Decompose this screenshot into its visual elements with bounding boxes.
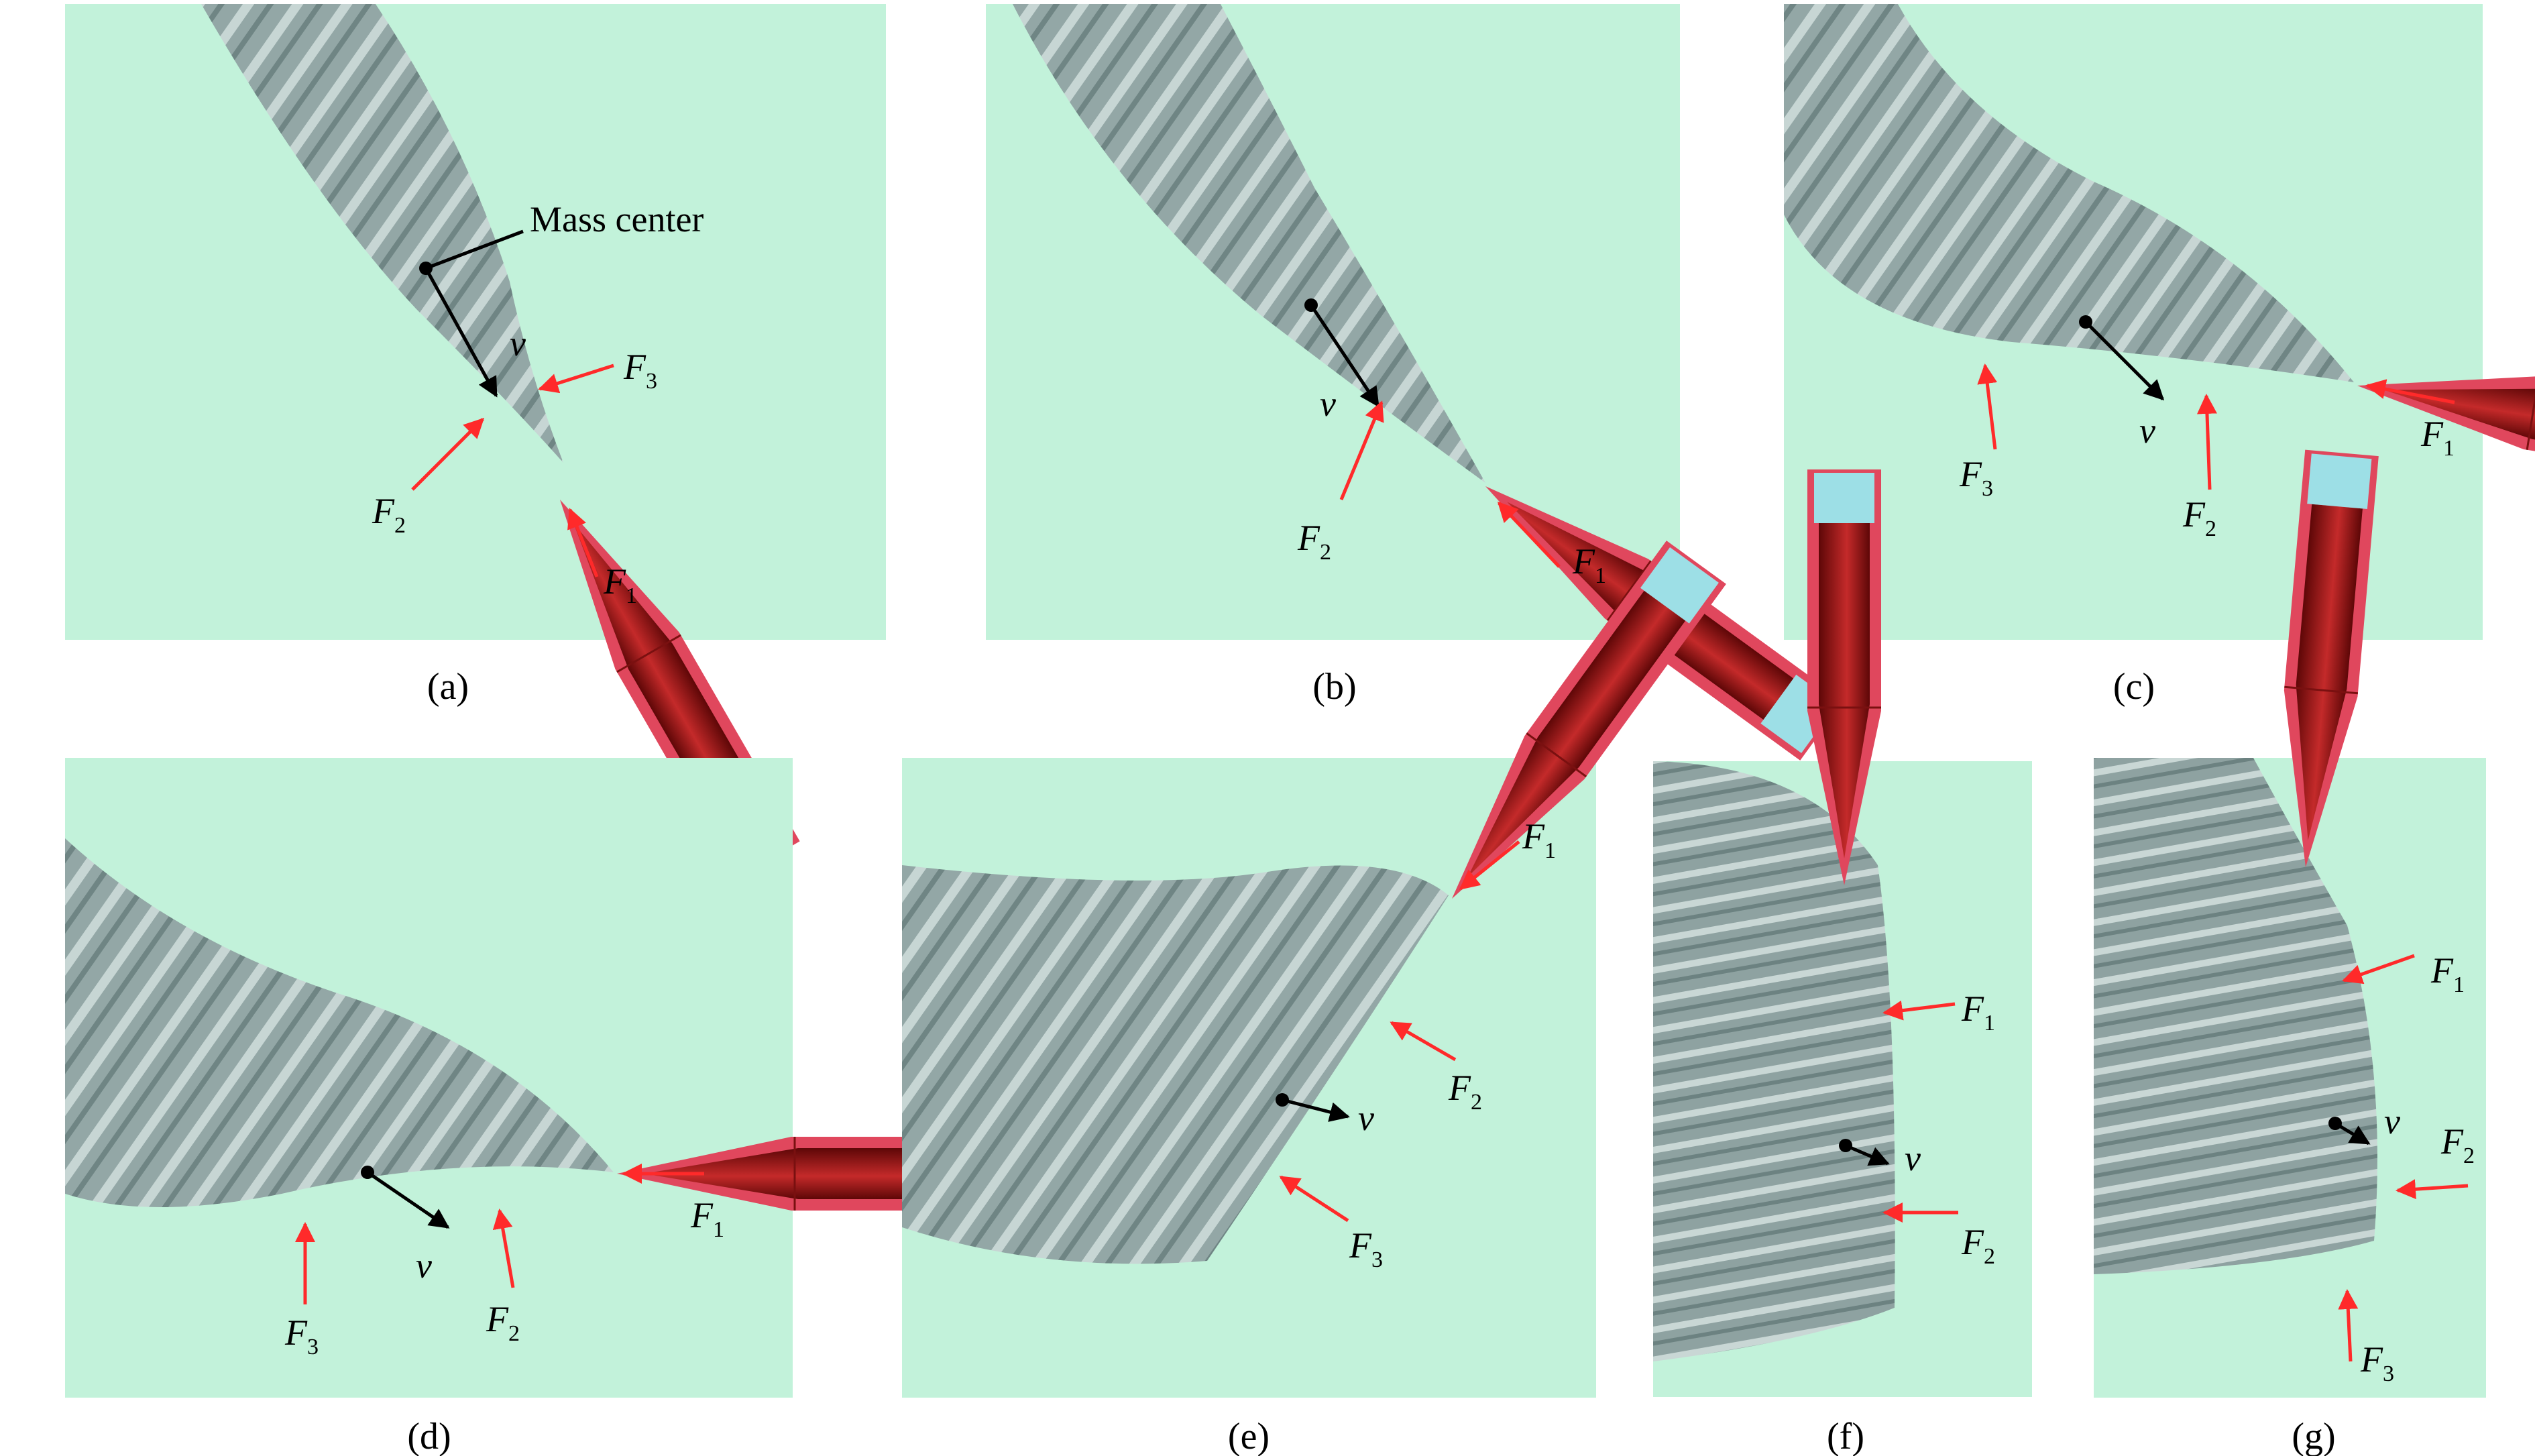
panel-c-force-F2-label: F2 — [2182, 494, 2216, 541]
panel-b-force-F2-label: F2 — [1297, 518, 1331, 565]
panel-d-velocity-label: v — [416, 1245, 432, 1286]
panel-c-force-F2-arrow — [2196, 394, 2217, 490]
panel-a-mass-center-label: Mass center — [530, 199, 703, 239]
panel-b-caption: (b) — [1312, 666, 1356, 708]
panel-a-force-F2-label: F2 — [372, 491, 406, 538]
panel-c-force-F3-label: F3 — [1959, 454, 1993, 501]
panel-b: v F1 F2 (b) — [986, 4, 1845, 762]
panel-e-velocity-label: v — [1358, 1098, 1374, 1138]
panel-d-force-F1-label: F1 — [690, 1195, 724, 1242]
panel-g-force-F3-label: F3 — [2360, 1339, 2394, 1386]
panel-a-velocity-label: v — [510, 323, 526, 363]
panel-a-force-F2-arrow — [411, 417, 485, 491]
panel-g-velocity-arrow — [2334, 1121, 2371, 1145]
panel-e-force-F2-arrow — [1390, 1021, 1457, 1062]
panel-f: v F1 F2 (f) — [1653, 468, 2032, 1456]
panel-f-caption: (f) — [1827, 1416, 1864, 1456]
panel-e: v F1 F2 F3 (e) — [902, 539, 1728, 1456]
panel-f-velocity-label: v — [1905, 1138, 1921, 1178]
panel-a-target-body — [201, 4, 563, 463]
panel-a-force-F3-arrow — [538, 363, 614, 394]
panel-f-velocity-arrow — [1845, 1143, 1890, 1166]
panel-e-force-F1-label: F1 — [1522, 816, 1556, 863]
panel-d-force-F2-arrow — [492, 1209, 515, 1288]
panel-b-force-F1-label: F1 — [1572, 541, 1606, 588]
panel-g-force-F2-label: F2 — [2440, 1121, 2475, 1168]
panel-f-force-F1-arrow — [1882, 1000, 1956, 1021]
panel-e-force-F2-label: F2 — [1448, 1068, 1482, 1115]
panel-a-force-F1-arrow — [567, 508, 599, 577]
panel-g-caption: (g) — [2292, 1416, 2335, 1456]
panel-c-force-F3-arrow — [1977, 363, 1998, 450]
panel-d-target-body — [65, 838, 614, 1207]
panel-e-force-F3-arrow — [1279, 1175, 1349, 1223]
panel-g-force-F1-label: F1 — [2430, 950, 2465, 997]
panel-e-caption: (e) — [1228, 1416, 1270, 1456]
panel-d-velocity-arrow — [366, 1170, 450, 1229]
panel-g-force-F1-arrow — [2342, 954, 2415, 985]
panel-a-force-F1-label: F1 — [603, 561, 637, 608]
panel-c-force-F1-label: F1 — [2420, 414, 2455, 461]
panel-f-force-F1-label: F1 — [1961, 989, 1995, 1035]
panel-c: v F1 F2 F3 (c) — [1784, 4, 2535, 708]
panel-d-force-F3-label: F3 — [284, 1312, 319, 1359]
panel-e-target-body — [902, 865, 1449, 1264]
panel-g-force-F2-arrow — [2396, 1179, 2469, 1200]
panel-f-target-body — [1653, 761, 1895, 1361]
panel-c-target-body — [1784, 4, 2354, 382]
panel-d-caption: (d) — [407, 1416, 451, 1456]
panel-c-velocity-arrow — [2084, 321, 2165, 401]
panel-g-force-F3-arrow — [2338, 1289, 2359, 1362]
panel-b-target-body — [1013, 4, 1485, 483]
panel-b-velocity-label: v — [1320, 384, 1336, 424]
panel-e-force-F1-arrow — [1459, 840, 1520, 890]
panel-d: v F1 F2 F3 (d) — [65, 758, 1034, 1456]
panel-a-caption: (a) — [427, 666, 469, 708]
panel-b-force-F2-arrow — [1339, 400, 1384, 500]
panel-a-velocity-arrow — [424, 267, 498, 398]
panel-c-velocity-label: v — [2139, 410, 2155, 451]
panel-c-force-F1-arrow — [2365, 379, 2455, 404]
panel-g-velocity-label: v — [2384, 1101, 2400, 1141]
panel-b-velocity-arrow — [1309, 304, 1380, 408]
panel-c-caption: (c) — [2113, 666, 2155, 708]
panel-f-force-F2-label: F2 — [1961, 1222, 1995, 1269]
panel-d-force-F2-label: F2 — [486, 1299, 520, 1346]
panel-e-force-F3-label: F3 — [1349, 1225, 1383, 1272]
panel-g: v F1 F2 F3 (g) — [2094, 449, 2486, 1456]
panel-a-force-F3-label: F3 — [623, 347, 657, 394]
panel-g-target-body — [2094, 758, 2377, 1274]
panel-a: Mass center v F1 F2 F3 (a) — [65, 4, 886, 879]
panel-a-mass-center-leader — [425, 229, 524, 270]
panel-b-force-F1-arrow — [1497, 501, 1561, 568]
panel-e-velocity-arrow — [1282, 1098, 1350, 1122]
